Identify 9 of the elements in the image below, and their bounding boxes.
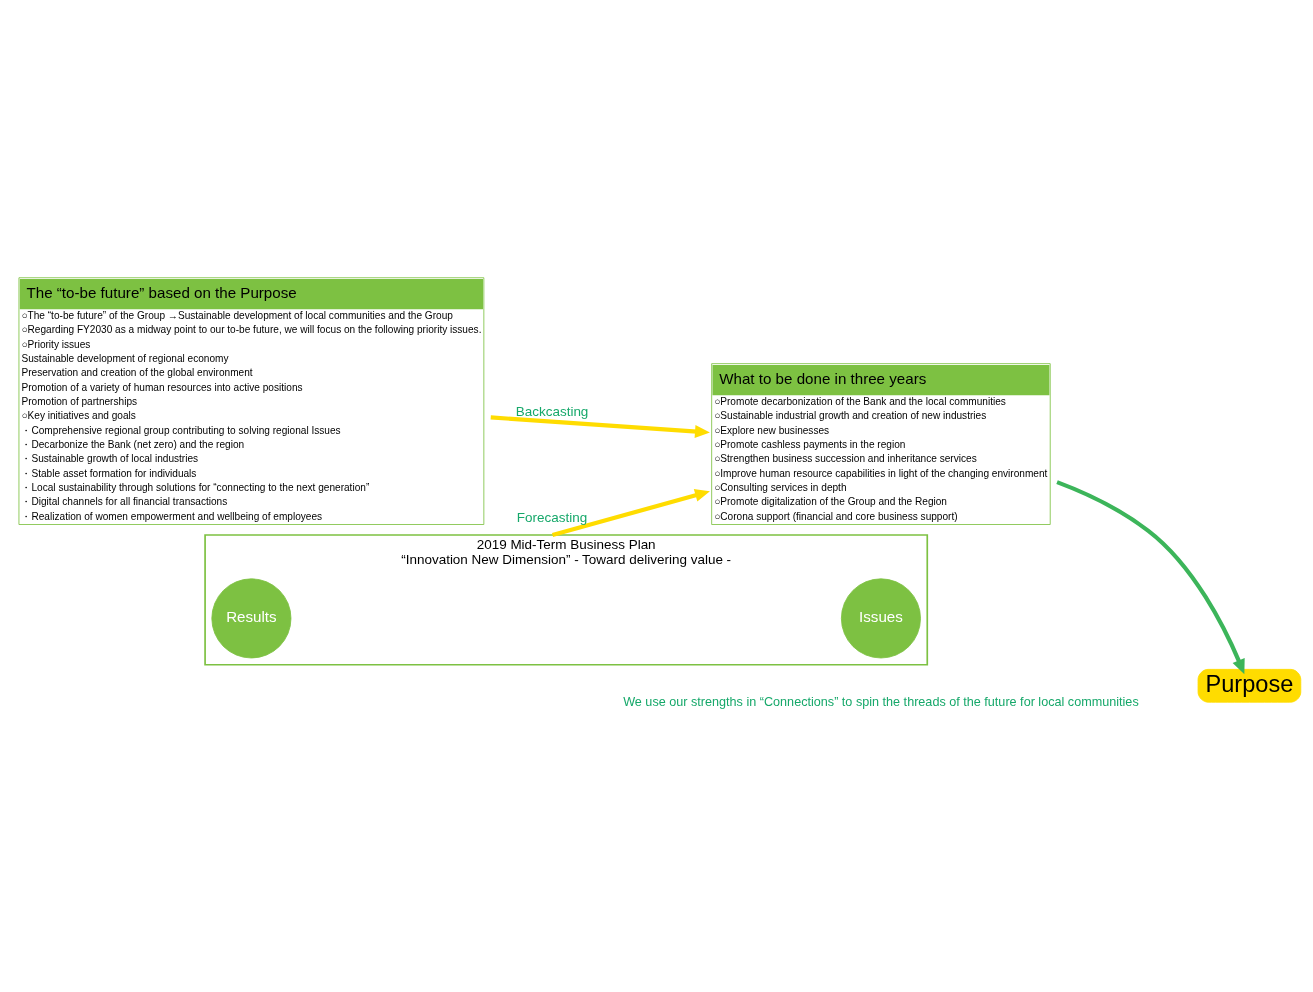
arrow — [551, 488, 710, 537]
edge-label: Forecasting — [516, 509, 588, 525]
node-circle: Issues — [840, 577, 921, 658]
label: We use our strengths in “Connections” to spin the threads of the future for local communities — [623, 694, 1139, 709]
node-box: Purpose — [1197, 668, 1302, 703]
arrow — [1056, 479, 1245, 674]
edge-label: Backcasting — [515, 403, 589, 419]
arrow — [490, 414, 710, 438]
node-circle: Results — [211, 577, 292, 658]
